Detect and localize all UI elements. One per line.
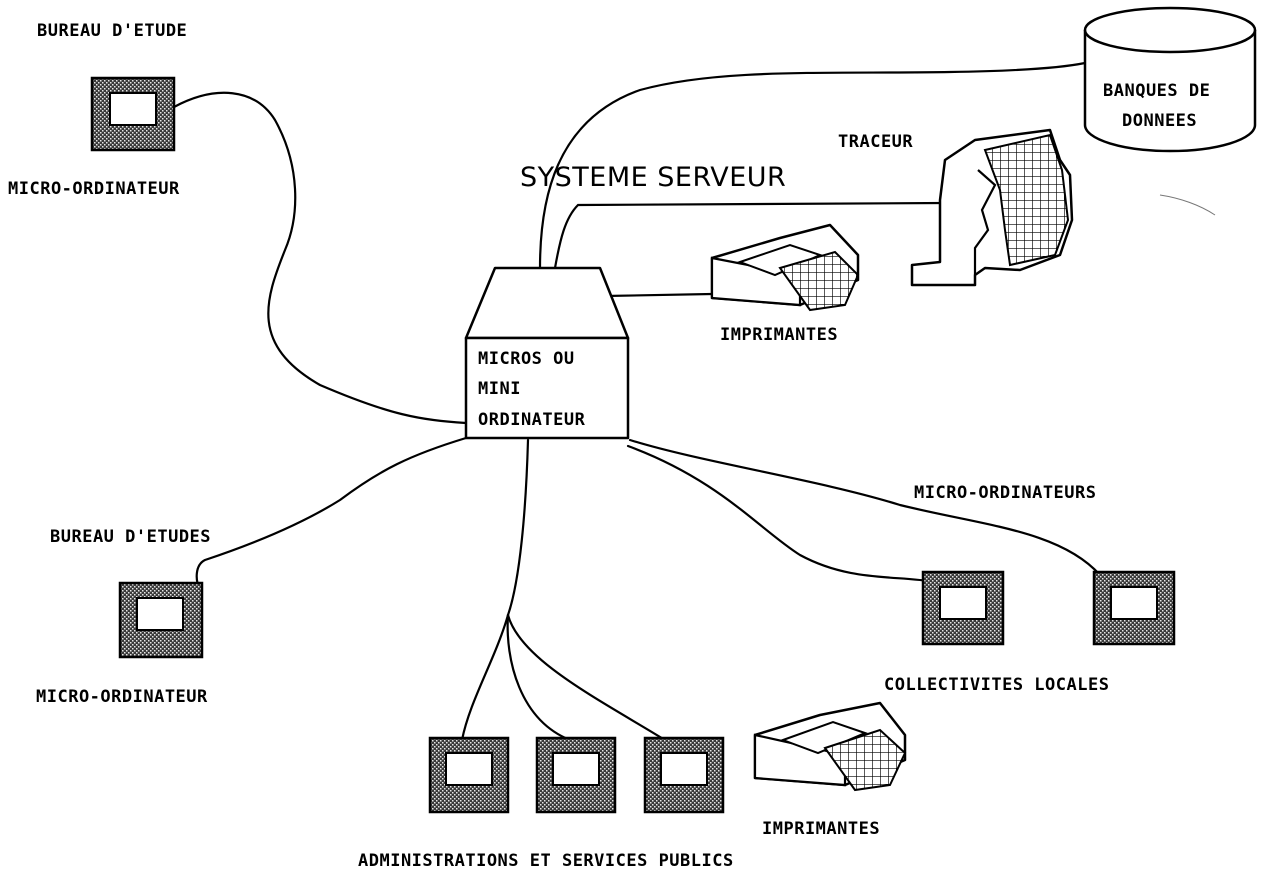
cable-bureau-etudes-bottom xyxy=(195,436,468,592)
scan-artifacts xyxy=(1159,194,1216,216)
label-bureau-etudes-bottom: BUREAU D'ETUDES xyxy=(50,527,211,547)
printer-bottom xyxy=(753,701,907,792)
cable-collectivites-1 xyxy=(626,444,937,584)
cable-administrations xyxy=(506,438,530,617)
label-imprimantes-top: IMPRIMANTES xyxy=(720,325,838,345)
label-central-line1: MICROS OU xyxy=(478,349,575,369)
central-computer xyxy=(464,266,630,440)
label-banques-line2: DONNEES xyxy=(1122,111,1197,131)
terminal-admin-2 xyxy=(535,736,617,814)
label-administrations: ADMINISTRATIONS ET SERVICES PUBLICS xyxy=(358,851,734,871)
label-collectivites-locales: COLLECTIVITES LOCALES xyxy=(884,675,1109,695)
cable-banques-donnees xyxy=(538,61,1087,270)
terminal-admin-1 xyxy=(428,736,510,814)
cables xyxy=(172,61,1102,742)
cable-bureau-etude-top xyxy=(172,91,468,425)
terminal-collectivites-1 xyxy=(921,570,1005,646)
label-micro-ordinateur-top: MICRO-ORDINATEUR xyxy=(8,179,180,199)
label-traceur: TRACEUR xyxy=(838,132,913,152)
printer-top xyxy=(710,223,860,312)
cable-admin-3 xyxy=(506,613,667,742)
label-banques-line1: BANQUES DE xyxy=(1103,81,1210,101)
label-central-line3: ORDINATEUR xyxy=(478,410,586,430)
cable-collectivites-2 xyxy=(628,438,1102,577)
label-micro-ordinateur-bottom: MICRO-ORDINATEUR xyxy=(36,687,208,707)
cable-admin-1 xyxy=(460,613,510,742)
terminal-collectivites-2 xyxy=(1092,570,1176,646)
cable-traceur xyxy=(553,201,947,270)
label-bureau-etude-top: BUREAU D'ETUDE xyxy=(37,21,187,41)
terminal-bureau-etude-top xyxy=(90,76,176,152)
cable-admin-2 xyxy=(506,613,572,742)
label-central-line2: MINI xyxy=(478,379,521,399)
terminal-bureau-etudes-bottom xyxy=(118,581,204,659)
database-cylinder xyxy=(1083,6,1257,153)
terminal-admin-3 xyxy=(643,736,725,814)
label-imprimantes-bottom: IMPRIMANTES xyxy=(762,819,880,839)
label-micro-ordinateurs-right: MICRO-ORDINATEURS xyxy=(914,483,1097,503)
plotter xyxy=(910,128,1074,287)
cable-imprimantes-top xyxy=(603,292,714,298)
label-systeme-serveur: SYSTEME SERVEUR xyxy=(520,162,786,193)
